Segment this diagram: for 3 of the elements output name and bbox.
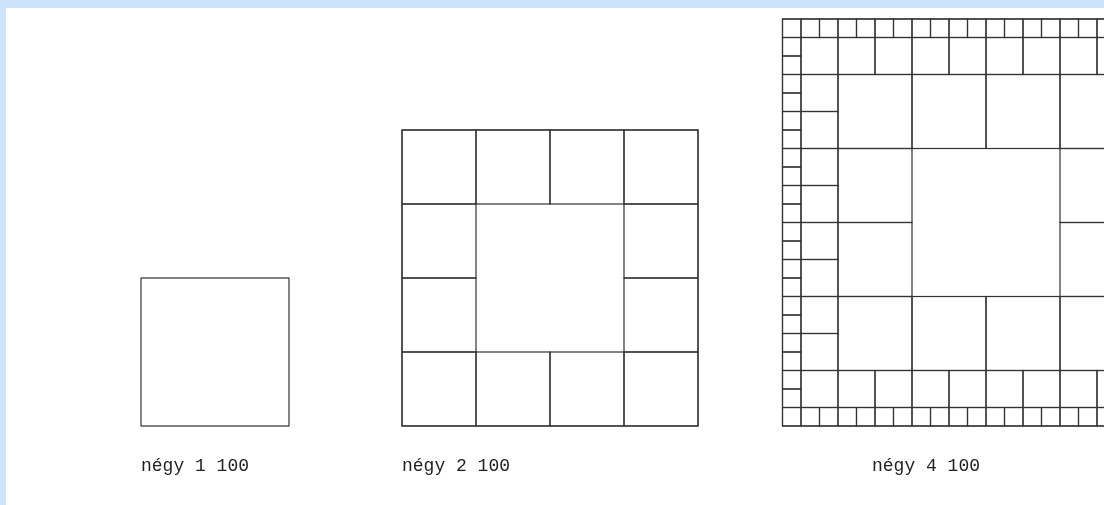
figure-caption: négy 1 100 [141, 456, 250, 476]
figure-caption: négy 2 100 [402, 456, 511, 476]
figure-caption: négy 4 100 [872, 456, 981, 476]
